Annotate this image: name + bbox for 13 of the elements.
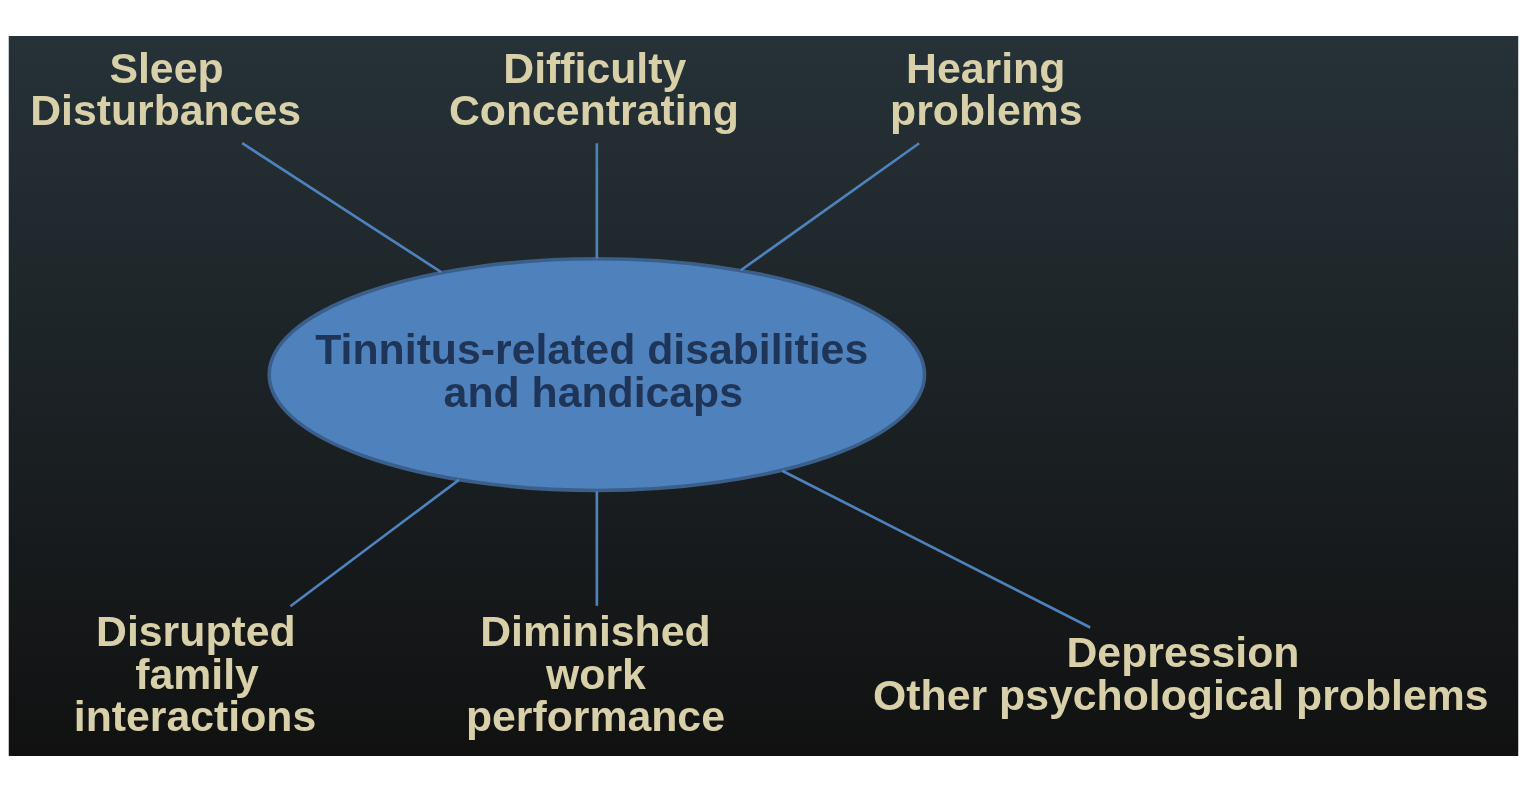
node-text: Diminished work performance xyxy=(465,606,725,741)
connector xyxy=(289,478,460,608)
connector xyxy=(740,142,920,272)
connector xyxy=(595,491,599,606)
connector xyxy=(595,143,599,259)
node-ellipse: Tinnitus-related disabilities and handicaps xyxy=(267,257,927,493)
node-text: Depression Other psychological problems xyxy=(873,628,1489,720)
node-text: Difficulty Concentrating xyxy=(448,43,739,135)
node-text: Sleep Disturbances xyxy=(30,43,302,135)
node-text: Disrupted family interactions xyxy=(73,606,317,741)
connector xyxy=(781,469,1091,629)
node-text: Hearing problems xyxy=(890,43,1083,135)
connector xyxy=(241,142,442,274)
